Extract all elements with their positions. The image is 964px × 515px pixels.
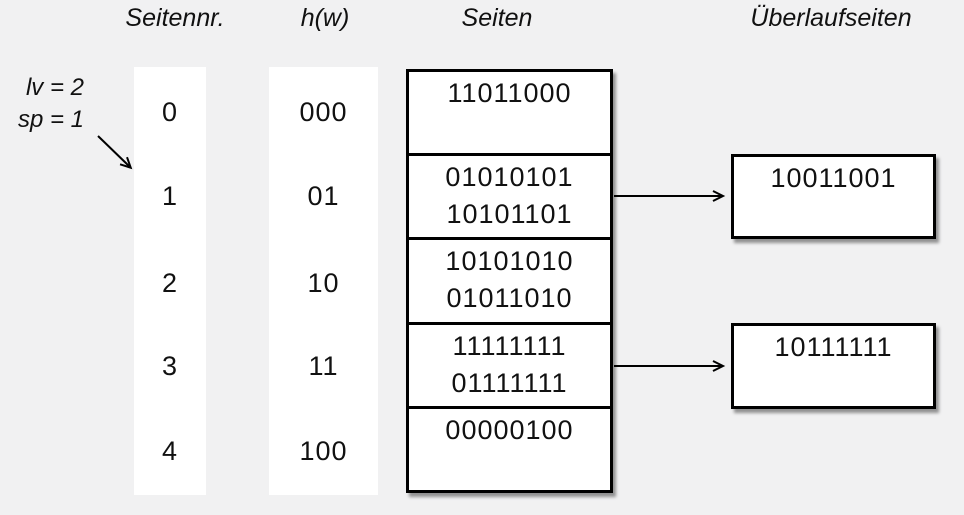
overflow-entry: 10111111: [774, 332, 893, 362]
pagenr-value: 1: [161, 181, 179, 211]
page-entry: 10101010: [445, 246, 574, 277]
hash-column-strip: [269, 67, 378, 495]
page-entry: 01010101: [445, 162, 574, 193]
hash-value: 100: [299, 436, 348, 466]
pagenr-value: 4: [161, 436, 179, 466]
overflow-page-box-2: 10111111: [731, 323, 936, 409]
page-cell-2: 10101010 01011010: [409, 237, 610, 321]
state-annotation: lv = 2 sp = 1: [6, 72, 84, 136]
pagenr-column-strip: [134, 67, 206, 495]
page-entry: 11011000: [447, 78, 572, 108]
pagenr-value: 2: [161, 268, 179, 298]
page-entry: 01111111: [451, 367, 568, 398]
page-cell-0: 11011000: [409, 72, 610, 153]
column-header-pagenr: Seitennr.: [125, 4, 225, 32]
split-pointer-label: sp = 1: [17, 106, 84, 133]
pages-table: 11011000 01010101 10101101 10101010 0101…: [406, 69, 613, 493]
page-cell-4: 00000100: [409, 405, 610, 490]
overflow-page-box-1: 10011001: [731, 154, 936, 239]
page-entry: 11111111: [452, 330, 567, 361]
hash-value: 01: [307, 181, 340, 211]
page-cell-1: 01010101 10101101: [409, 153, 610, 237]
hash-value: 11: [308, 351, 339, 381]
page-entry: 10101101: [446, 199, 573, 230]
pagenr-value: 0: [161, 97, 179, 127]
pagenr-value: 3: [161, 351, 179, 381]
hash-value: 000: [299, 97, 348, 127]
hash-value: 10: [307, 268, 340, 298]
page-cell-3: 11111111 01111111: [409, 321, 610, 406]
column-header-overflow: Überlaufseiten: [750, 4, 912, 32]
page-entry: 00000100: [445, 414, 574, 445]
column-header-hash: h(w): [300, 4, 350, 32]
overflow-entry: 10011001: [770, 163, 897, 193]
page-entry: 01011010: [446, 283, 573, 314]
split-pointer-arrow: [97, 135, 133, 170]
column-header-pages: Seiten: [461, 4, 533, 32]
level-label: lv = 2: [25, 74, 84, 101]
